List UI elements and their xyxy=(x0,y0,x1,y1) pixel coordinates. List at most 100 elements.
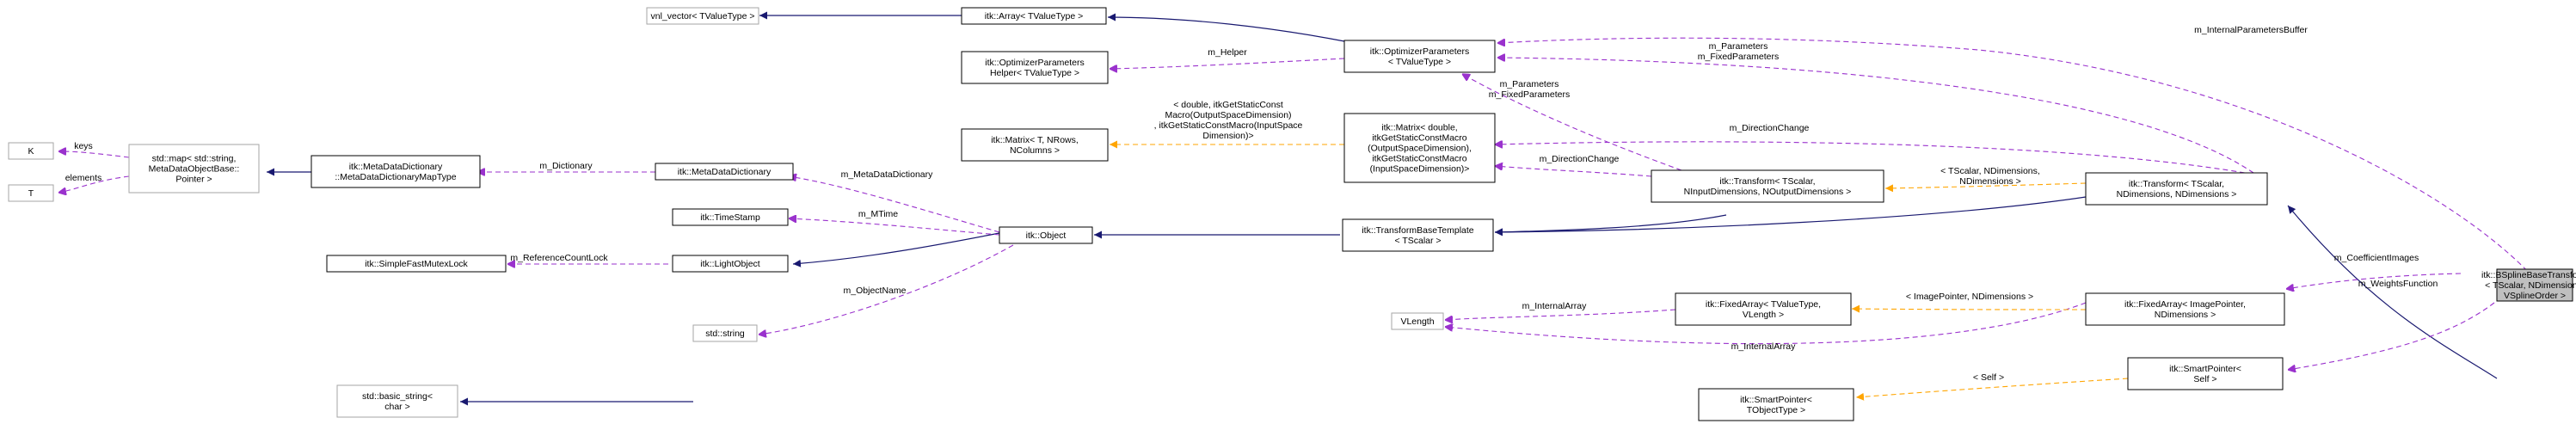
class-node-tbt-scalar[interactable]: itk::TransformBaseTemplate< TScalar > xyxy=(1342,218,1494,252)
class-node-label: (OutputSpaceDimension), xyxy=(1368,144,1472,154)
label-tmpl-fixedarray: < ImagePointer, NDimensions > xyxy=(1906,292,2033,302)
class-node-label: std::string xyxy=(705,329,745,339)
class-node-label: char > xyxy=(384,402,409,412)
class-node-label: Pointer > xyxy=(175,175,212,185)
class-node-vnlvector[interactable]: vnl_vector< TValueType > xyxy=(646,7,759,25)
class-node-label: NDimensions, NDimensions > xyxy=(2117,189,2237,200)
edge-inherit-tbt-transform xyxy=(1494,196,2087,237)
class-node-label: itk::BSplineBaseTransform xyxy=(2481,270,2576,280)
label-tmpl-self: < Self > xyxy=(1973,372,2004,383)
edge-use-weights-function xyxy=(2288,302,2495,370)
class-node-k[interactable]: K xyxy=(8,142,54,160)
class-node-basicstring[interactable]: std::basic_string<char > xyxy=(336,384,458,418)
label-keys: keys xyxy=(74,141,93,151)
class-node-label: itk::TimeStamp xyxy=(700,212,760,223)
class-node-timestamp[interactable]: itk::TimeStamp xyxy=(672,208,789,226)
class-node-label: Self > xyxy=(2193,374,2216,384)
class-node-box xyxy=(999,226,1093,244)
class-node-array[interactable]: itk::Array< TValueType > xyxy=(961,7,1107,25)
label-object-name: m_ObjectName xyxy=(844,286,907,296)
label-tmpl-transform-2: NDimensions > xyxy=(1959,176,2021,187)
class-node-lightobject[interactable]: itk::LightObject xyxy=(672,255,789,273)
class-node-label: K xyxy=(28,146,34,157)
label-params-fixed-mid-2: m_FixedParameters xyxy=(1489,89,1571,100)
edge-layer xyxy=(58,11,2534,406)
label-tmpl-matrix-4: Dimension)> xyxy=(1202,131,1253,141)
label-internal-array-bottom: m_InternalArray xyxy=(1731,341,1796,352)
label-meta-data-dictionary: m_MetaDataDictionary xyxy=(841,169,934,180)
edge-inherit-tbt-transformgen xyxy=(1494,214,1727,237)
class-node-box xyxy=(646,7,759,25)
class-node-metadict[interactable]: itk::MetaDataDictionary xyxy=(655,163,794,181)
class-node-label: std::map< std::string, xyxy=(152,154,237,164)
edge-use-internal-array-bottom xyxy=(1445,302,2087,345)
edge-tmpl-self xyxy=(1855,378,2129,401)
class-node-smartptr-self[interactable]: itk::SmartPointer<Self > xyxy=(2127,357,2284,390)
class-node-matrix-t[interactable]: itk::Matrix< T, NRows,NColumns > xyxy=(961,128,1109,162)
label-dictionary: m_Dictionary xyxy=(539,161,593,171)
edge-use-helper xyxy=(1110,58,1345,69)
class-node-vlength[interactable]: VLength xyxy=(1391,312,1444,330)
class-node-box xyxy=(2085,292,2285,326)
edge-inherit-lightobject-object xyxy=(792,232,1000,267)
label-direction-change-mid: m_DirectionChange xyxy=(1540,154,1620,164)
class-node-transform[interactable]: itk::Transform< TScalar,NDimensions, NDi… xyxy=(2085,172,2268,206)
class-node-optparams[interactable]: itk::OptimizerParameters< TValueType > xyxy=(1343,40,1496,73)
label-params-fixed-top-2: m_FixedParameters xyxy=(1698,52,1780,62)
class-node-box xyxy=(1343,40,1496,73)
class-node-label: itk::Object xyxy=(1026,230,1067,241)
class-node-transform-gen[interactable]: itk::Transform< TScalar,NInputDimensions… xyxy=(1651,169,1884,203)
class-node-metadictmap[interactable]: itk::MetaDataDictionary::MetaDataDiction… xyxy=(310,155,481,188)
class-node-fixedarray-t[interactable]: itk::FixedArray< TValueType,VLength > xyxy=(1675,292,1852,326)
class-node-box xyxy=(326,255,507,273)
class-node-t[interactable]: T xyxy=(8,184,54,202)
class-node-label: (InputSpaceDimension)> xyxy=(1370,164,1470,175)
class-node-box xyxy=(672,208,789,226)
class-node-label: NInputDimensions, NOutputDimensions > xyxy=(1684,187,1852,197)
class-node-matrix-d[interactable]: itk::Matrix< double,itkGetStaticConstMac… xyxy=(1343,113,1496,183)
class-node-box xyxy=(2085,172,2268,206)
edge-label-layer: m_InternalParametersBuffer m_Parameters … xyxy=(65,25,2438,383)
class-node-box xyxy=(961,7,1107,25)
label-tmpl-matrix-3: , itkGetStaticConstMacro(InputSpace xyxy=(1154,120,1303,131)
label-tmpl-transform-1: < TScalar, NDimensions, xyxy=(1940,166,2040,176)
class-node-fixedarray-img[interactable]: itk::FixedArray< ImagePointer,NDimension… xyxy=(2085,292,2285,326)
class-node-smartptr-t[interactable]: itk::SmartPointer<TObjectType > xyxy=(1698,388,1854,421)
edge-tmpl-transform xyxy=(1884,182,2087,193)
class-node-label: itk::SimpleFastMutexLock xyxy=(365,259,468,269)
edge-use-coefficient-images xyxy=(2286,273,2462,289)
class-node-mutexlock[interactable]: itk::SimpleFastMutexLock xyxy=(326,255,507,273)
label-weights-function: m_WeightsFunction xyxy=(2358,279,2438,289)
class-node-label: VSplineOrder > xyxy=(2504,291,2566,301)
class-node-label: itk::Transform< TScalar, xyxy=(1719,176,1815,187)
class-node-label: MetaDataObjectBase:: xyxy=(149,164,240,175)
class-node-label: itk::FixedArray< ImagePointer, xyxy=(2124,299,2246,310)
class-node-label: NDimensions > xyxy=(2155,310,2216,320)
class-node-label: std::basic_string< xyxy=(362,391,433,402)
label-params-fixed-top-1: m_Parameters xyxy=(1709,41,1768,52)
class-node-box xyxy=(672,255,789,273)
class-node-label: VLength > xyxy=(1743,310,1784,320)
class-node-label: ::MetaDataDictionaryMapType xyxy=(335,172,456,182)
edge-inherit-array-optparams xyxy=(1107,13,1345,42)
class-node-label: itkGetStaticConstMacro xyxy=(1372,133,1466,144)
class-node-label: Helper< TValueType > xyxy=(990,68,1079,78)
edge-use-direction-change-top xyxy=(1495,142,2246,174)
edge-use-params-fixed-top xyxy=(1497,58,2254,174)
edge-use-mtime xyxy=(789,218,1000,236)
edge-use-direction-change-mid xyxy=(1495,166,1652,177)
class-node-bspline[interactable]: itk::BSplineBaseTransform< TScalar, NDim… xyxy=(2481,268,2576,302)
class-node-stdstring[interactable]: std::string xyxy=(692,324,758,342)
class-node-box xyxy=(1675,292,1852,326)
label-params-fixed-mid-1: m_Parameters xyxy=(1500,79,1559,89)
class-node-label: itk::OptimizerParameters xyxy=(985,58,1085,68)
class-node-box xyxy=(655,163,794,181)
class-node-box xyxy=(1342,218,1494,252)
class-node-label: < TScalar > xyxy=(1394,236,1441,246)
class-node-object[interactable]: itk::Object xyxy=(999,226,1093,244)
class-node-box xyxy=(2496,268,2573,302)
class-node-label: itk::Array< TValueType > xyxy=(985,11,1084,22)
class-node-label: < TValueType > xyxy=(1388,57,1451,67)
class-node-stdmap[interactable]: std::map< std::string,MetaDataObjectBase… xyxy=(128,144,260,194)
